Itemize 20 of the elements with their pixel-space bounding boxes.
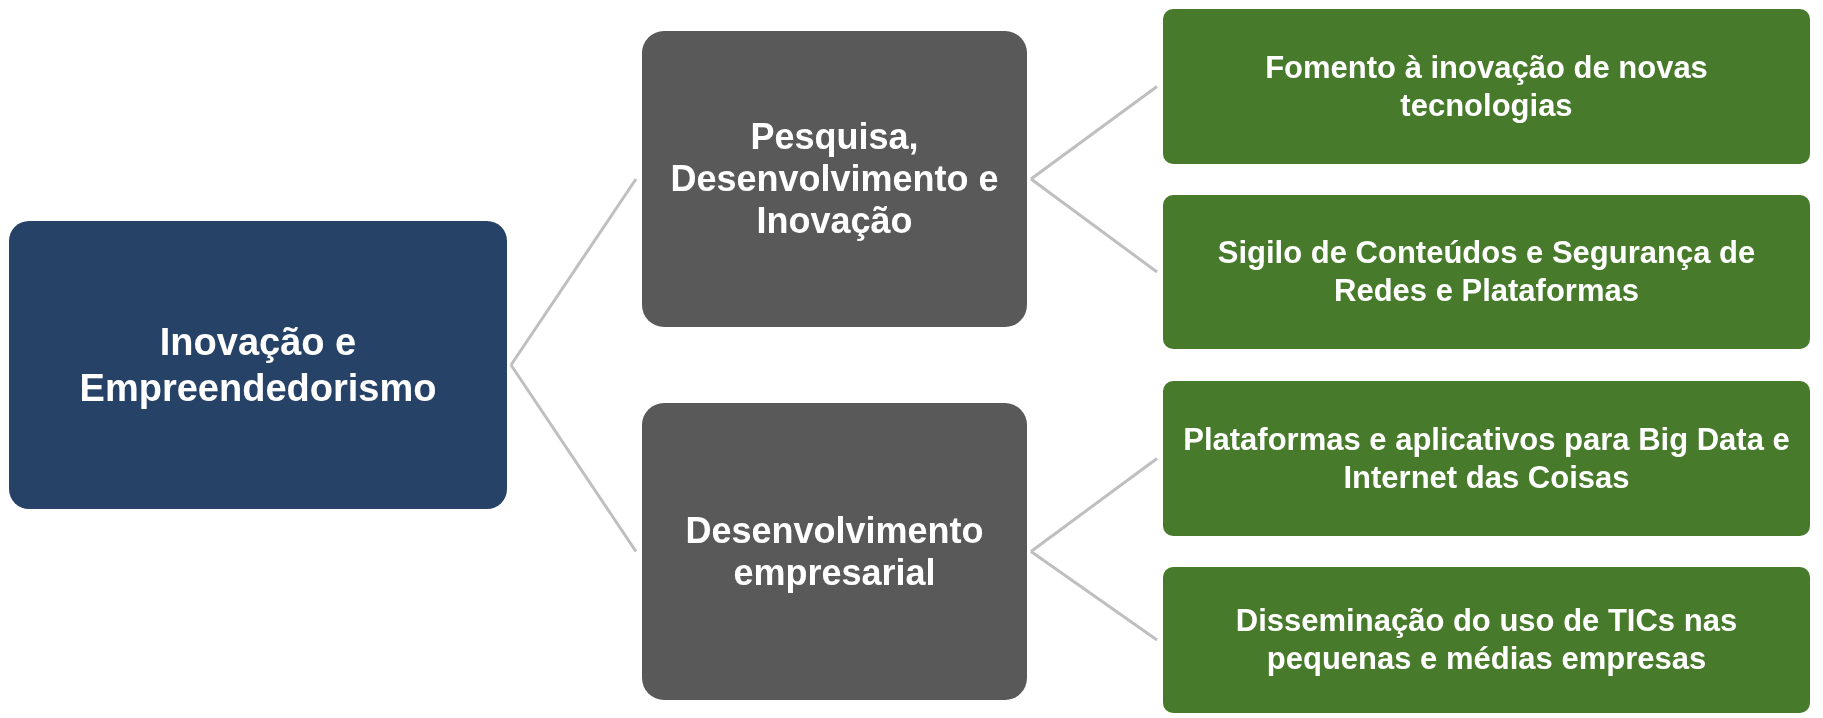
connector-line xyxy=(1030,457,1158,553)
connector-line xyxy=(1030,550,1158,642)
item-box xyxy=(1163,381,1810,536)
node-label: Sigilo de Conteúdos e Segurança de Redes e Plataformas xyxy=(1216,234,1757,310)
node-label: Plataformas e aplicativos para Big Data e Internet das Coisas xyxy=(1182,420,1791,497)
node-label: Pesquisa, Desenvolvimento e Inovação xyxy=(669,116,1000,242)
topic-box xyxy=(9,221,507,509)
connector-line xyxy=(509,178,638,366)
node-label: Inovação e Empreendedorismo xyxy=(78,320,438,411)
node-label: Fomento à inovação de novas tecnologias xyxy=(1264,48,1709,125)
item-box xyxy=(1163,9,1810,164)
item-box xyxy=(1163,195,1810,349)
node-label: Disseminação do uso de TICs nas pequenas e médias empresas xyxy=(1234,602,1739,678)
node-label: Desenvolvimento empresarial xyxy=(684,509,985,594)
connector-line xyxy=(1030,85,1158,181)
item-box xyxy=(1163,567,1810,713)
category-box xyxy=(642,31,1027,327)
category-box xyxy=(642,403,1027,700)
connector-line xyxy=(1030,177,1158,274)
connector-line xyxy=(509,364,638,553)
